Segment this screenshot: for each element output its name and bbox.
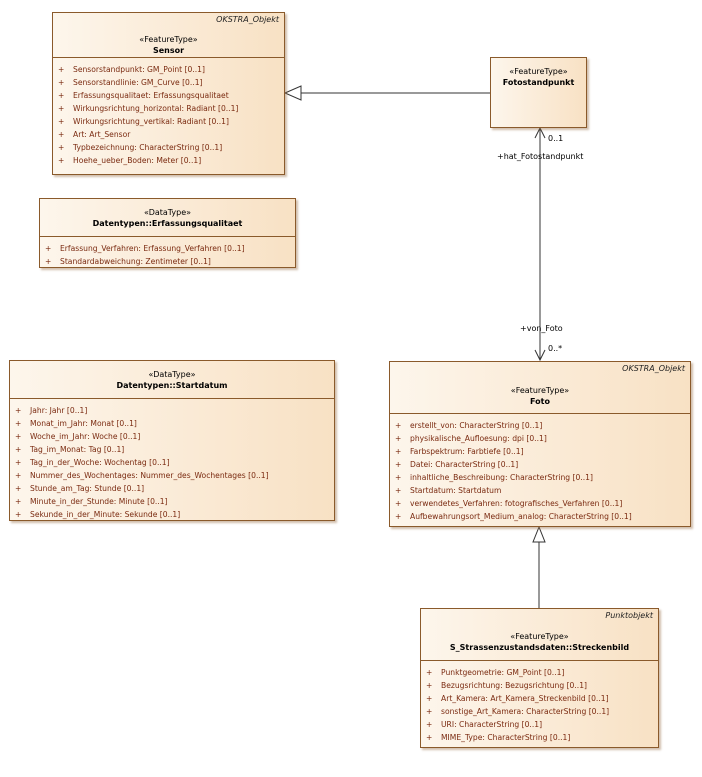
attribute: +Woche_im_Jahr: Woche [0..1] [15, 432, 141, 441]
attribute: +inhaltliche_Beschreibung: CharacterStri… [395, 473, 593, 482]
class-name: Datentypen::Startdatum [116, 381, 228, 390]
class-name: S_Strassenzustandsdaten::Streckenbild [449, 643, 630, 652]
attribute: +Tag_im_Monat: Tag [0..1] [15, 445, 125, 454]
attribute: +physikalische_Aufloesung: dpi [0..1] [395, 434, 547, 443]
class-stereotype: «FeatureType» [509, 67, 568, 76]
attribute: +Punktgeometrie: GM_Point [0..1] [426, 668, 565, 677]
attribute: +Nummer_des_Wochentages: Nummer_des_Woch… [15, 471, 269, 480]
association-arrow-bottom [534, 349, 546, 362]
role-hat-fotostandpunkt: +hat_Fotostandpunkt [497, 152, 584, 161]
role-von-foto: +von_Foto [520, 324, 563, 333]
attribute: +Jahr: Jahr [0..1] [15, 406, 88, 415]
attribute: +Wirkungsrichtung_horizontal: Radiant [0… [58, 104, 239, 113]
multiplicity-bottom: 0..* [548, 344, 563, 353]
class-stereotype: «FeatureType» [510, 386, 570, 395]
attribute: +verwendetes_Verfahren: fotografisches_V… [395, 499, 623, 508]
attribute: +Typbezeichnung: CharacterString [0..1] [58, 143, 223, 152]
class-erfassungsqualitaet[interactable]: «DataType» Datentypen::Erfassungsqualita… [39, 198, 296, 268]
attribute: +Aufbewahrungsort_Medium_analog: Charact… [395, 512, 632, 521]
class-name: Foto [530, 397, 550, 406]
attribute: +Sensorstandpunkt: GM_Point [0..1] [58, 65, 205, 74]
attribute: +MIME_Type: CharacterString [0..1] [426, 733, 571, 742]
class-stereotype: «DataType» [148, 370, 196, 379]
attribute: +Farbspektrum: Farbtiefe [0..1] [395, 447, 524, 456]
attribute: +Wirkungsrichtung_vertikal: Radiant [0..… [58, 117, 229, 126]
class-stereotype: «FeatureType» [510, 632, 569, 641]
generalization-arrowhead-foto [532, 525, 546, 543]
attribute: +sonstige_Art_Kamera: CharacterString [0… [426, 707, 610, 716]
attribute: +Erfassung_Verfahren: Erfassung_Verfahre… [45, 244, 245, 253]
attribute: +Art: Art_Sensor [58, 130, 131, 139]
association-arrow-top [534, 126, 546, 139]
attribute-list: +Sensorstandpunkt: GM_Point [0..1] +Sens… [53, 57, 284, 167]
class-tag: Punktobjekt [605, 611, 653, 620]
class-fotostandpunkt[interactable]: «FeatureType» Fotostandpunkt [490, 57, 587, 128]
attribute: +Sensorstandlinie: GM_Curve [0..1] [58, 78, 203, 87]
attribute-list: +erstellt_von: CharacterString [0..1] +p… [390, 413, 690, 523]
attribute: +URI: CharacterString [0..1] [426, 720, 543, 729]
attribute: +Minute_in_der_Stunde: Minute [0..1] [15, 497, 168, 506]
class-name: Fotostandpunkt [502, 78, 575, 87]
class-tag: OKSTRA_Objekt [216, 15, 279, 24]
attribute: +Datei: CharacterString [0..1] [395, 460, 519, 469]
attribute: +Bezugsrichtung: Bezugsrichtung [0..1] [426, 681, 588, 690]
attribute: +Monat_im_Jahr: Monat [0..1] [15, 419, 137, 428]
class-sensor[interactable]: OKSTRA_Objekt «FeatureType» Sensor +Sens… [52, 12, 285, 175]
attribute: +erstellt_von: CharacterString [0..1] [395, 421, 543, 430]
attribute-list: +Erfassung_Verfahren: Erfassung_Verfahre… [40, 236, 295, 268]
attribute: +Hoehe_ueber_Boden: Meter [0..1] [58, 156, 202, 165]
class-stereotype: «FeatureType» [139, 35, 198, 44]
attribute-list: +Punktgeometrie: GM_Point [0..1] +Bezugs… [421, 660, 658, 744]
class-tag: OKSTRA_Objekt [622, 364, 685, 373]
class-startdatum[interactable]: «DataType» Datentypen::Startdatum +Jahr:… [9, 360, 335, 521]
attribute: +Startdatum: Startdatum [395, 486, 502, 495]
generalization-arrowhead-sensor [283, 85, 302, 101]
attribute: +Stunde_am_Tag: Stunde [0..1] [15, 484, 145, 493]
class-name: Sensor [152, 46, 185, 55]
attribute: +Standardabweichung: Zentimeter [0..1] [45, 257, 211, 266]
attribute: +Sekunde_in_der_Minute: Sekunde [0..1] [15, 510, 181, 519]
attribute: +Art_Kamera: Art_Kamera_Streckenbild [0.… [426, 694, 609, 703]
class-streckenbild[interactable]: Punktobjekt «FeatureType» S_Strassenzust… [420, 608, 659, 748]
class-foto[interactable]: OKSTRA_Objekt «FeatureType» Foto +erstel… [389, 361, 691, 527]
attribute: +Erfassungsqualitaet: Erfassungsqualitae… [58, 91, 229, 100]
attribute-list: +Jahr: Jahr [0..1] +Monat_im_Jahr: Monat… [10, 398, 334, 521]
class-name: Datentypen::Erfassungsqualitaet [92, 219, 243, 228]
multiplicity-top: 0..1 [548, 134, 564, 143]
class-stereotype: «DataType» [143, 208, 192, 217]
attribute: +Tag_in_der_Woche: Wochentag [0..1] [15, 458, 170, 467]
